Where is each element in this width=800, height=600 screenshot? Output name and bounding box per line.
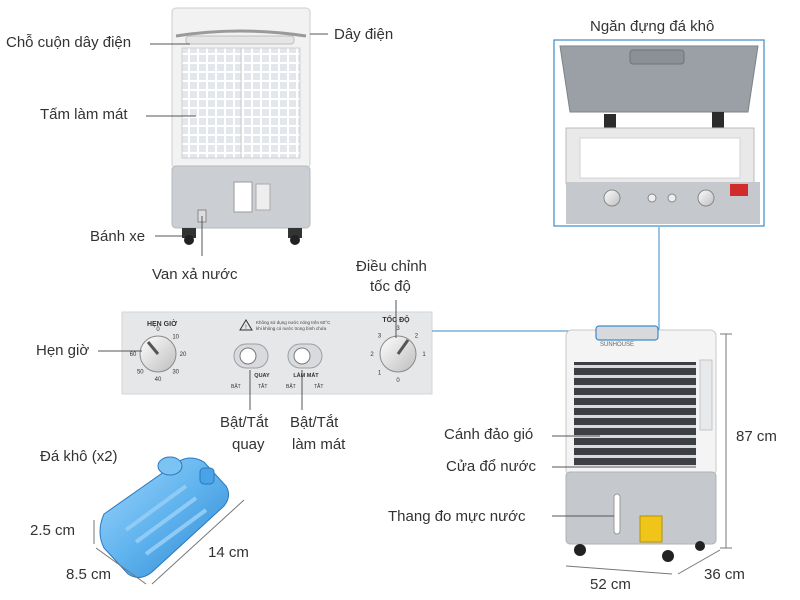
- power-cord-loop: [175, 29, 307, 38]
- speed-tick-1: 1: [378, 370, 382, 376]
- ice-pack: [99, 456, 230, 578]
- ice-dimension-lines: [93, 499, 245, 585]
- speed-tick-5: 2: [415, 334, 419, 340]
- cool-rocker-switch[interactable]: [287, 343, 323, 369]
- label-cool-line2: làm mát: [292, 436, 346, 453]
- label-water-inlet: Cửa đổ nước: [446, 458, 536, 475]
- label-water-gauge: Thang đo mực nước: [388, 508, 526, 525]
- speed-tick-3: 3: [378, 334, 382, 340]
- timer-tick-2: 20: [180, 352, 187, 358]
- label-wheels: Bánh xe: [90, 228, 146, 245]
- speed-knob[interactable]: [379, 335, 417, 373]
- timer-tick-6: 60: [130, 352, 137, 358]
- label-power-cord: Dây điện: [334, 26, 394, 43]
- front-dimension-lines: [565, 333, 732, 575]
- swing-rocker-switch[interactable]: [233, 343, 269, 369]
- wheel-icon: [182, 228, 196, 245]
- label-timer: Hẹn giờ: [36, 342, 90, 359]
- dim-ice-thickness: 2.5 cm: [30, 522, 76, 539]
- dim-width: 52 cm: [590, 576, 631, 593]
- timer-knob[interactable]: [139, 335, 177, 373]
- panel-cool-off: TẮT: [314, 382, 323, 390]
- front-pointer-lines: [552, 435, 696, 517]
- dim-ice-length: 14 cm: [208, 544, 249, 561]
- label-swing-line2: quay: [232, 436, 265, 453]
- label-cable-reel: Chỗ cuộn dây điện: [6, 34, 132, 51]
- panel-swing-label: QUAY: [254, 373, 270, 379]
- label-louvers: Cánh đảo gió: [444, 426, 534, 443]
- speed-dial-ticks: 0 1 2 3 3 2 1: [370, 326, 426, 384]
- speed-tick-0: 0: [396, 378, 400, 384]
- timer-tick-0: 0: [156, 327, 160, 333]
- label-cool-line1: Bật/Tắt: [290, 414, 339, 431]
- panel-warning-line2: khi không có nước trong bình chứa: [256, 326, 327, 331]
- panel-warning-line1: Không sử dụng nước nóng trên 60°C: [256, 319, 331, 325]
- cooler-front-view: SUNHOUSE: [565, 325, 717, 562]
- label-cooling-pad: Tấm làm mát: [40, 106, 128, 123]
- wheel-icon: [574, 544, 586, 556]
- label-ice-compartment: Ngăn đựng đá khô: [590, 18, 715, 35]
- timer-tick-1: 10: [172, 334, 179, 340]
- panel-swing-off: TẮT: [258, 382, 267, 390]
- wheel-icon: [695, 541, 705, 551]
- svg-text:!: !: [245, 325, 247, 331]
- label-ice-packs: Đá khô (x2): [40, 448, 118, 465]
- panel-timer-title: HẸN GIỜ: [147, 319, 177, 328]
- speed-tick-2: 2: [370, 352, 374, 358]
- dim-depth: 36 cm: [704, 566, 745, 583]
- dim-ice-width: 8.5 cm: [66, 566, 112, 583]
- front-brand-logo: SUNHOUSE: [600, 342, 634, 348]
- louvers: [574, 362, 696, 466]
- back-pointer-lines: [146, 33, 328, 256]
- panel-pointer-lines: [98, 300, 397, 410]
- timer-dial-ticks: 0 10 20 30 40 50 60: [130, 327, 187, 383]
- panel-cool-label: LÀM MÁT: [293, 372, 319, 379]
- cooler-back-view: [171, 7, 311, 245]
- ice-compartment-photo: [553, 39, 765, 227]
- wheel-icon: [288, 228, 302, 245]
- speed-tick-6: 1: [422, 352, 426, 358]
- wheel-icon: [662, 550, 674, 562]
- timer-tick-4: 40: [155, 377, 162, 383]
- panel-cool-on: BẬT: [286, 383, 296, 390]
- label-speed-control-line2: tốc độ: [370, 278, 411, 295]
- label-swing-line1: Bật/Tắt: [220, 414, 269, 431]
- speed-tick-4: 3: [396, 326, 400, 332]
- label-drain-valve: Van xả nước: [152, 266, 238, 283]
- timer-tick-5: 50: [137, 370, 144, 376]
- warning-icon: !: [239, 319, 253, 331]
- timer-tick-3: 30: [172, 370, 179, 376]
- dim-height: 87 cm: [736, 428, 777, 445]
- panel-swing-on: BẬT: [231, 383, 241, 390]
- label-speed-control-line1: Điều chỉnh: [356, 258, 427, 275]
